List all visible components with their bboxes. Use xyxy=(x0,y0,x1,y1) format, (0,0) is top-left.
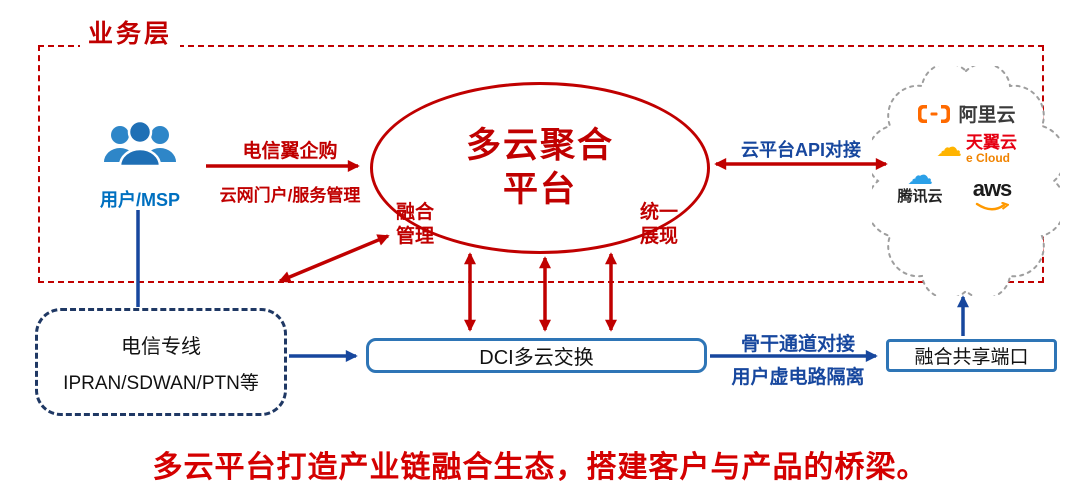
dedicated-line-title: 电信专线 xyxy=(121,335,201,358)
alicloud-logo: 阿里云 xyxy=(872,100,1060,127)
edge-label-cloud-api: 云平台API对接 xyxy=(740,140,861,160)
dedicated-line-subtitle: IPRAN/SDWAN/PTN等 xyxy=(63,372,259,394)
edge-label-isolation: 用户虚电路隔离 xyxy=(731,367,865,388)
tencent-cloud-icon: ☁ xyxy=(907,160,933,190)
ctyun-label: 天翼云 xyxy=(966,133,1017,152)
fusion-management-label: 融合 管理 xyxy=(395,202,434,247)
footer-slogan: 多云平台打造产业链融合生态，搭建客户与产品的桥梁。 xyxy=(152,451,928,484)
edge-label-backbone: 骨干通道对接 xyxy=(740,334,855,355)
platform-title: 多云聚合 平台 xyxy=(465,126,614,209)
tencent-cloud-label: 腾讯云 xyxy=(897,188,943,205)
edge-label-telecom-purchase: 电信翼企购 xyxy=(242,141,338,162)
cloud-outline xyxy=(872,66,1060,296)
user-msp-label: 用户/MSP xyxy=(99,190,180,210)
dci-exchange-box: DCI多云交换 xyxy=(366,338,707,373)
multicloud-platform-ellipse: 多云聚合 平台 xyxy=(370,82,710,254)
business-layer-label: 业务层 xyxy=(80,14,181,50)
cloud-providers-group: 阿里云 ☁ 天翼云 e Cloud ☁ 腾讯云 aws xyxy=(872,66,1060,296)
ctyun-sub-label: e Cloud xyxy=(966,150,1010,165)
shared-port-box: 融合共享端口 xyxy=(886,339,1057,372)
users-group-icon xyxy=(98,114,182,183)
ctyun-cloud-icon: ☁ xyxy=(936,132,962,162)
ctyun-logo: ☁ 天翼云 e Cloud xyxy=(936,134,1017,164)
aws-smile-icon xyxy=(975,201,1011,211)
unified-presentation-label: 统一 展现 xyxy=(639,202,678,247)
dedicated-line-box: 电信专线 IPRAN/SDWAN/PTN等 xyxy=(35,308,287,416)
tencent-cloud-logo: ☁ 腾讯云 xyxy=(888,162,952,204)
shared-port-label: 融合共享端口 xyxy=(914,347,1029,368)
alicloud-label: 阿里云 xyxy=(958,105,1016,126)
dci-exchange-label: DCI多云交换 xyxy=(479,347,594,369)
aws-logo: aws xyxy=(956,178,1028,218)
aws-label: aws xyxy=(972,176,1013,201)
edge-label-portal-service: 云网门户/服务管理 xyxy=(219,186,361,205)
alicloud-bracket-icon xyxy=(918,104,951,123)
